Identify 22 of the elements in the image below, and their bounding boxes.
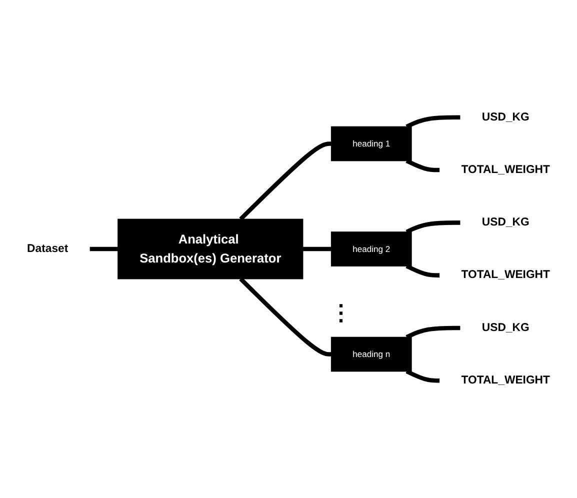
connector (406, 115, 461, 129)
ellipsis-mark: ⋮ (330, 300, 352, 326)
connector (406, 264, 440, 278)
node-text: USD_KG (482, 111, 530, 124)
node-box: heading 2 (330, 232, 412, 266)
connector (406, 326, 461, 340)
connector (406, 369, 440, 383)
node-text: TOTAL_WEIGHT (461, 374, 550, 386)
node-text: TOTAL_WEIGHT (461, 164, 550, 176)
connector (239, 277, 332, 356)
connector (239, 142, 332, 221)
node-text: Dataset (27, 242, 68, 255)
connector (406, 220, 461, 234)
node-text: TOTAL_WEIGHT (461, 268, 550, 282)
connector (302, 246, 332, 252)
node-text: USD_KG (482, 322, 530, 334)
node-box: heading 1 (330, 126, 412, 162)
node-box: Analytical Sandbox(es) Generator (118, 218, 304, 280)
connector (406, 158, 440, 172)
node-text: USD_KG (482, 216, 530, 228)
connector (89, 246, 118, 252)
node-box: heading n (330, 336, 412, 372)
